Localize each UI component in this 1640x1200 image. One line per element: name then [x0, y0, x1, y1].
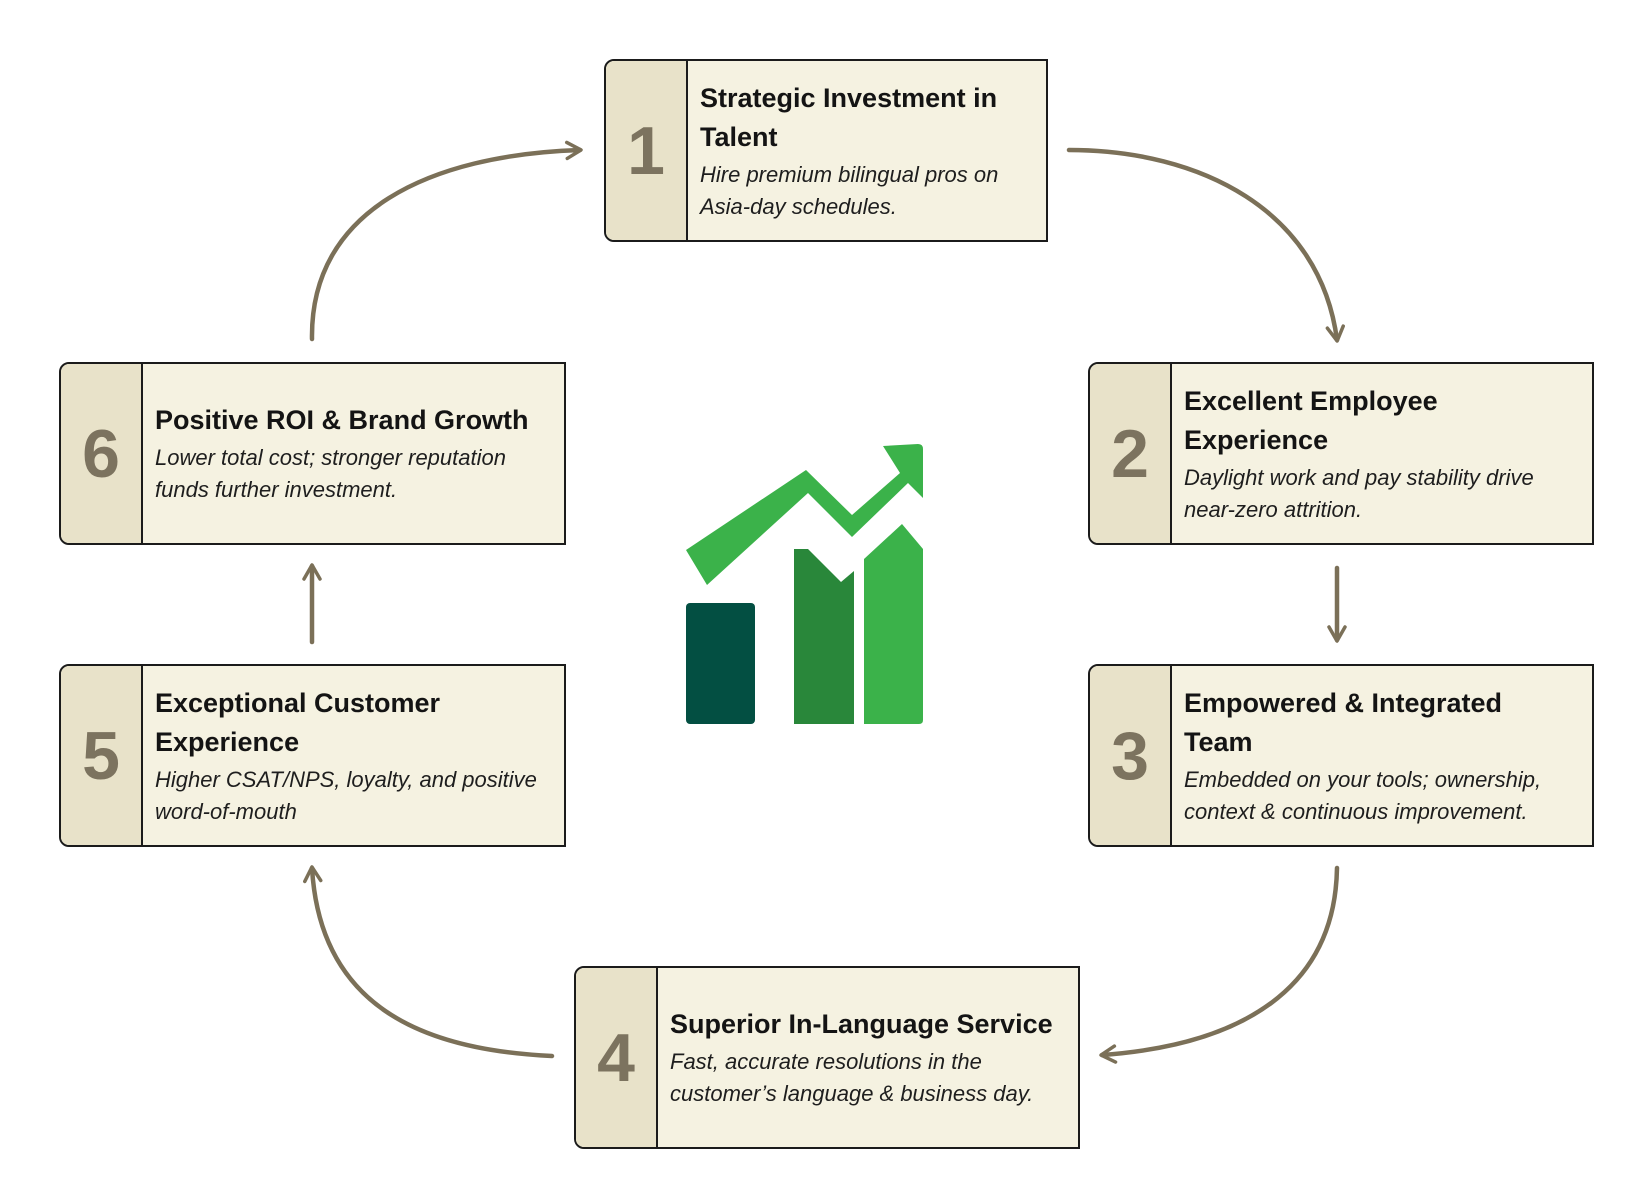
step-title: Positive ROI & Brand Growth [155, 405, 529, 435]
step-description: Daylight work and pay stability drive ne… [1184, 464, 1534, 522]
step-number: 6 [82, 415, 120, 492]
step-number-cell: 4 [576, 968, 658, 1147]
step-number-cell: 5 [61, 666, 143, 845]
arrow-6-to-1 [309, 140, 583, 342]
icon-bar-tall-left [864, 524, 902, 724]
arrow-4-to-5 [303, 865, 555, 1059]
step-number: 4 [597, 1019, 635, 1096]
arrow-1-to-2 [1066, 147, 1345, 343]
growth-chart-icon [686, 444, 923, 724]
step-title: Strategic Investment in Talent [700, 82, 998, 152]
step-description: Fast, accurate resolutions in the custom… [670, 1049, 1034, 1106]
icon-bar-short [686, 603, 755, 724]
icon-bar-mid [794, 549, 854, 724]
step-title: Empowered & Integrated Team [1184, 687, 1503, 757]
icon-bar-tall [902, 524, 923, 724]
step-card-3: 3 Empowered & Integrated Team Embedded o… [1088, 664, 1594, 847]
step-number: 3 [1111, 717, 1149, 794]
step-card-2: 2 Excellent Employee Experience Daylight… [1088, 362, 1594, 545]
step-number-cell: 2 [1090, 364, 1172, 543]
step-number-cell: 6 [61, 364, 143, 543]
step-number-cell: 3 [1090, 666, 1172, 845]
step-description: Embedded on your tools; ownership, conte… [1184, 766, 1542, 824]
step-title: Exceptional Customer Experience [155, 687, 441, 757]
step-title: Excellent Employee Experience [1184, 385, 1438, 455]
step-card-1: 1 Strategic Investment in Talent Hire pr… [604, 59, 1048, 242]
step-card-4: 4 Superior In-Language Service Fast, acc… [574, 966, 1080, 1149]
step-description: Lower total cost; stronger reputation fu… [155, 445, 506, 502]
step-number: 2 [1111, 415, 1149, 492]
step-card-6: 6 Positive ROI & Brand Growth Lower tota… [59, 362, 566, 545]
step-description: Hire premium bilingual pros on Asia-day … [700, 161, 999, 219]
step-description: Higher CSAT/NPS, loyalty, and positive w… [155, 766, 537, 824]
step-number: 5 [82, 717, 120, 794]
icon-trend-arrow [686, 444, 923, 585]
step-number: 1 [627, 112, 665, 189]
step-title: Superior In-Language Service [670, 1009, 1053, 1039]
step-number-cell: 1 [606, 61, 688, 240]
step-card-5: 5 Exceptional Customer Experience Higher… [59, 664, 566, 847]
arrow-3-to-4 [1099, 865, 1340, 1064]
